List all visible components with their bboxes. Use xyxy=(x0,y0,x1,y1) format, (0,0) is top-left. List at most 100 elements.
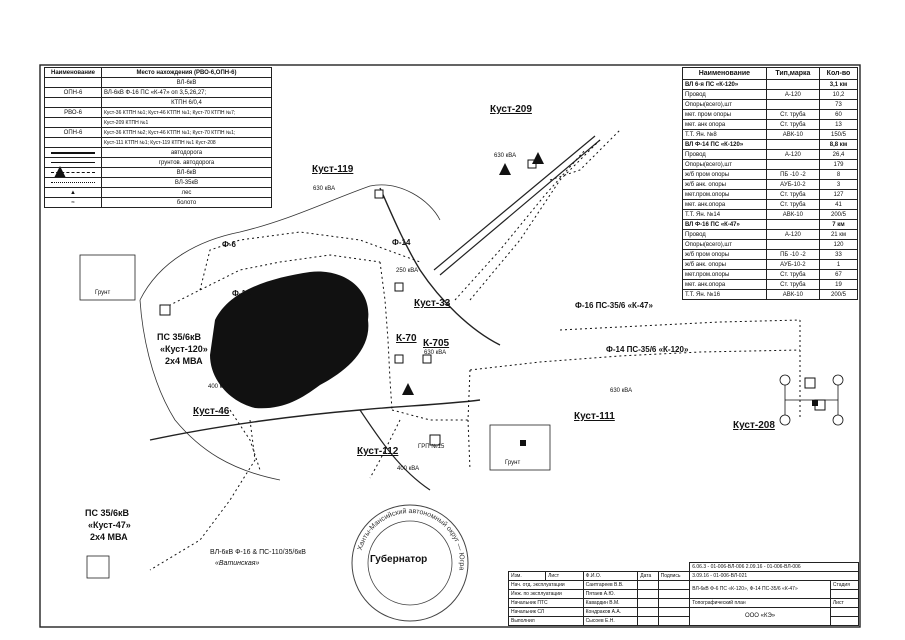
spec-cell-qty: 21 км xyxy=(819,229,858,240)
legend-cell xyxy=(44,97,102,108)
lake-shape xyxy=(210,271,369,409)
stamp-sheet-label: Стадия xyxy=(829,580,860,590)
title-block: 6.06.3 - 01-006-ВЛ-006 2.09.16 - 01-006-… xyxy=(507,562,860,626)
spec-cell-type xyxy=(765,99,821,110)
spec-cell-qty: 10,2 xyxy=(819,89,858,100)
grunt-label: Грунт xyxy=(505,460,521,466)
seal-ring-text: Ханты-Мансийский автономный округ — Югра xyxy=(357,507,465,571)
spec-cell-name: мет.пром.опоры xyxy=(682,189,767,200)
label-kust-705: К-705 xyxy=(423,338,450,349)
spec-cell-qty: 3,1 км xyxy=(819,79,858,90)
ps-120-line1: ПС 35/6кВ xyxy=(157,332,201,342)
spec-cell-name: ж/б анк. опоры xyxy=(682,179,767,190)
stamp-person: Саитгареев В.В. xyxy=(582,580,639,590)
legend-symbol-dirt-road xyxy=(44,157,102,168)
spec-cell-name: ж/б пром опоры xyxy=(682,249,767,260)
spec-cell-name: ВЛ Ф-16 ПС «К-47» xyxy=(682,219,767,230)
legend-cell xyxy=(44,137,102,148)
kva-label: 400 кВА xyxy=(397,466,420,472)
spec-cell-qty: 26,4 xyxy=(819,149,858,160)
stamp-role: Инж. по эксплуатации xyxy=(508,589,584,599)
grunt-label: Грунт xyxy=(95,290,111,296)
spec-row: Опоры(всего),шт 120 xyxy=(682,239,858,250)
label-f14-line: Ф-14 ПС-35/6 «К-120» xyxy=(606,345,689,354)
spec-cell-qty: 33 xyxy=(819,249,858,260)
ps-47-line2: «Куст-47» xyxy=(88,520,131,530)
spec-cell-qty: 41 xyxy=(819,199,858,210)
kva-label: 630 кВА xyxy=(313,186,336,192)
spec-cell-type: АУБ-10-2 xyxy=(765,259,821,270)
kva-label: 630 кВА xyxy=(424,350,447,356)
spec-cell-qty: 67 xyxy=(819,269,858,280)
spec-cell-name: Опоры(всего),шт xyxy=(682,239,767,250)
legend-header-location: Место нахождения (РВО-6,ОПН-6) xyxy=(101,67,272,78)
legend-cell: Куст-209 КТПН №1 xyxy=(101,117,272,128)
spec-header-name: Наименование xyxy=(682,67,767,80)
seal-gubernator: Губернатор xyxy=(370,554,428,565)
spec-cell-name: мет. анк.опора xyxy=(682,279,767,290)
legend-cell: Куст-111 КТПН №1; Куст-119 КТПН №1 Куст-… xyxy=(101,137,272,148)
kva-label: 630 кВА xyxy=(610,388,633,394)
spec-cell-type: Ст. труба xyxy=(765,199,821,210)
legend-cell xyxy=(44,77,102,88)
legend-cell: ВЛ-6кВ Ф-16 ПС «К-47» оп 3,5,26,27; xyxy=(101,87,272,98)
stamp-person: Кавардин В.М. xyxy=(582,598,639,608)
legend-cell: КТПН 6/0,4 xyxy=(101,97,272,108)
legend-symbol-vl6 xyxy=(44,167,102,178)
label-f14-a: Ф-14 xyxy=(392,238,411,247)
spec-cell-name: Т.Т. Ян. №16 xyxy=(682,289,767,300)
label-kust-33: Куст-33 xyxy=(414,298,451,309)
legend-symbol-vl35 xyxy=(44,177,102,188)
spec-header-qty: Кол-во xyxy=(819,67,858,80)
spec-cell-type: АВК-10 xyxy=(765,289,821,300)
ps-120-line3: 2х4 МВА xyxy=(165,356,203,366)
spec-cell-name: ж/б пром опоры xyxy=(682,169,767,180)
spec-cell-type: ПБ -10 -2 xyxy=(765,249,821,260)
spec-header-type: Тип,марка xyxy=(765,67,821,80)
label-kust-111: Куст-111 xyxy=(574,411,615,422)
spec-cell-qty: 150/5 xyxy=(819,129,858,140)
stamp-role: Начальник ПТС xyxy=(508,598,584,608)
stamp-person: Кондраков А.А. xyxy=(582,607,639,617)
stamp-col: Дата xyxy=(637,571,659,581)
spec-cell-type: ПБ -10 -2 xyxy=(765,169,821,180)
spec-row: ВЛ Ф-14 ПС «К-120»8,8 км xyxy=(682,139,858,150)
spec-cell-name: мет. анк опора xyxy=(682,119,767,130)
spec-cell-name: ж/б анк. опоры xyxy=(682,259,767,270)
spec-cell-name: Т.Т. Ян. №8 xyxy=(682,129,767,140)
label-kust-70: К-70 xyxy=(396,333,417,344)
stamp-col: Изм. xyxy=(507,571,547,581)
legend-cell: лес xyxy=(101,187,272,198)
spec-cell-name: мет. пром опоры xyxy=(682,109,767,120)
spec-cell-qty: 120 xyxy=(819,239,858,250)
label-f16-line: Ф-16 ПС-35/6 «К-47» xyxy=(575,301,653,310)
stamp-person: Сысоев Е.Н. xyxy=(582,616,639,626)
ps-120-line2: «Куст-120» xyxy=(160,344,208,354)
spec-cell-type: АУБ-10-2 xyxy=(765,179,821,190)
vl6-note: ВЛ-6кВ Ф-16 & ПС-110/35/6кВ xyxy=(210,549,306,556)
spec-cell-qty: 1 xyxy=(819,259,858,270)
road xyxy=(379,187,501,346)
spec-row: ВЛ 6-я ПС «К-120»3,1 км xyxy=(682,79,858,90)
spec-cell-qty: 3 xyxy=(819,179,858,190)
legend-table: Наименование Место нахождения (РВО-6,ОПН… xyxy=(44,67,272,208)
stamp-col: Лист xyxy=(545,571,584,581)
spec-cell-type: А-120 xyxy=(765,89,821,100)
spec-cell-type: Ст. труба xyxy=(765,279,821,290)
stamp-col: Ф.И.О. xyxy=(582,571,639,581)
spec-cell-type: Ст. труба xyxy=(765,189,821,200)
spec-cell-type: АВК-10 xyxy=(765,209,821,220)
kva-label: 630 кВА xyxy=(494,153,517,159)
